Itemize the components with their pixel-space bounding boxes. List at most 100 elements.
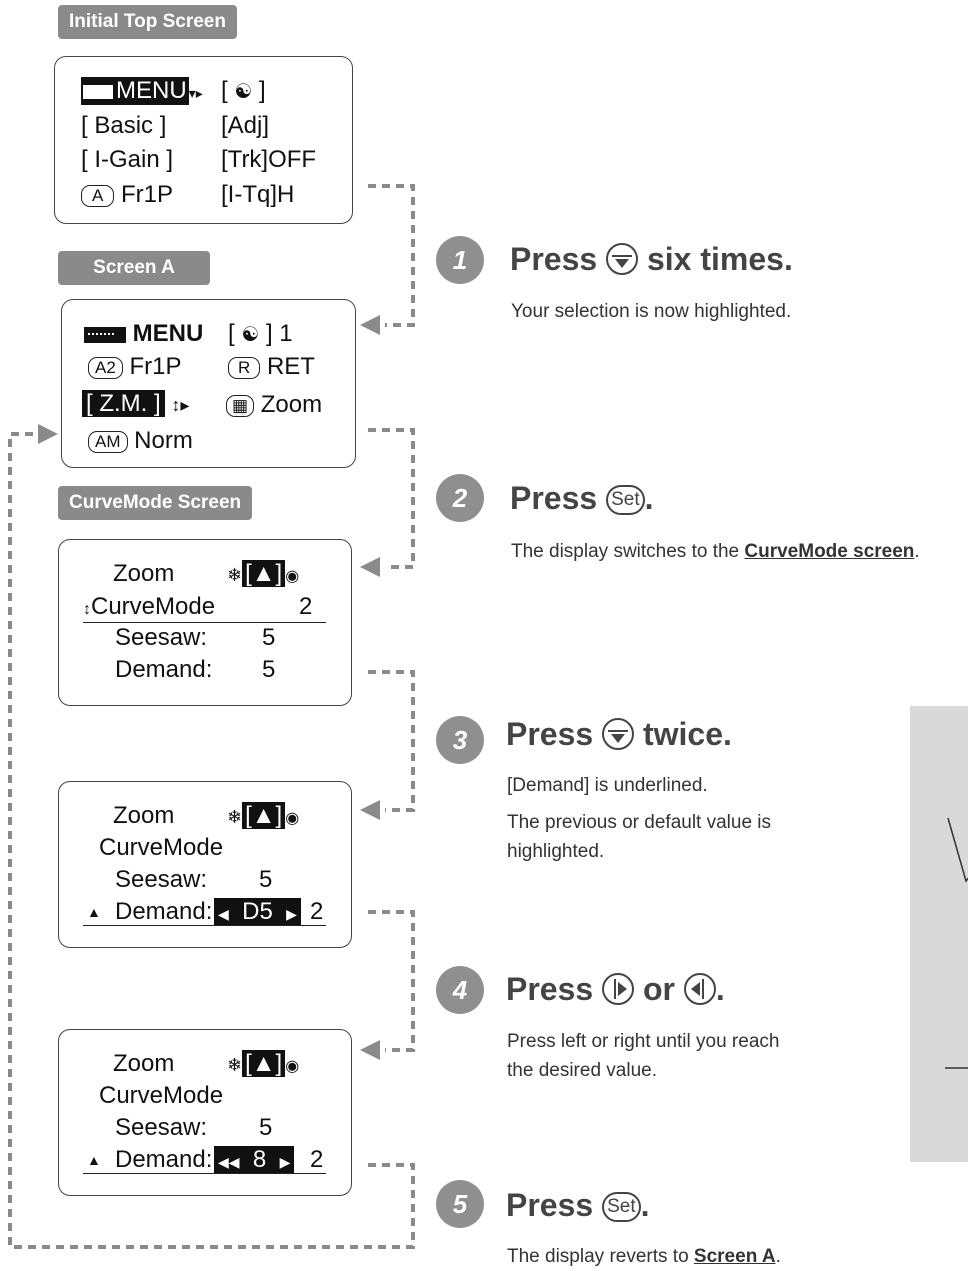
fr1p-item: A2 Fr1P bbox=[88, 353, 181, 381]
step-5-number: 5 bbox=[436, 1180, 484, 1228]
menu-icon bbox=[84, 326, 126, 343]
page-number: 2 bbox=[299, 593, 313, 620]
am-badge: AM bbox=[88, 430, 128, 453]
step-3-number: 3 bbox=[436, 716, 484, 764]
demand-label: Demand: bbox=[115, 656, 213, 683]
curvemode-screen-link: CurveMode screen bbox=[744, 541, 915, 562]
step-1-heading: Press six times. bbox=[510, 241, 793, 277]
step-4-number: 4 bbox=[436, 966, 484, 1014]
curve-icons: ❄[▲]◉ bbox=[227, 1050, 300, 1077]
connector-2 bbox=[368, 428, 415, 569]
curvemode-row: ↕CurveMode bbox=[83, 593, 216, 620]
right-button-icon bbox=[602, 973, 635, 1005]
gear-icon: ❄ bbox=[227, 1055, 243, 1075]
seesaw-label: Seesaw: bbox=[115, 866, 208, 893]
arrowhead-2 bbox=[360, 557, 380, 577]
initial-top-screen: MENU▾▸ [ ☯ ] [ Basic ] [Adj] [ I-Gain ] … bbox=[54, 56, 353, 224]
initial-top-screen-label: Initial Top Screen bbox=[58, 5, 237, 39]
gear-icon: ❄ bbox=[227, 807, 243, 827]
curve-icons: ❄[▲]◉ bbox=[227, 802, 300, 829]
person-icon: ☯ bbox=[234, 81, 253, 103]
demand-value-box: ◀◀ 8 ▶ bbox=[214, 1146, 295, 1176]
title: Zoom bbox=[113, 560, 175, 587]
up-arrow-icon: ▲ bbox=[87, 1152, 101, 1168]
itq-item: [I-Tq]H bbox=[221, 181, 295, 208]
title: Zoom bbox=[113, 1050, 175, 1077]
underline bbox=[83, 622, 326, 623]
menu-row: MENU bbox=[84, 320, 203, 348]
arrowhead-1 bbox=[360, 315, 380, 335]
basic-item: [ Basic ] bbox=[81, 112, 167, 139]
seesaw-value: 5 bbox=[259, 1114, 273, 1141]
curvemode-screen-3: Zoom ❄[▲]◉ CurveMode Seesaw: 5 ▲ Demand:… bbox=[58, 1029, 352, 1196]
down-button-icon bbox=[606, 243, 639, 275]
norm-item: AM Norm bbox=[88, 427, 193, 455]
curvemode-row: CurveMode bbox=[99, 834, 224, 861]
step-1-description: Your selection is now highlighted. bbox=[511, 301, 792, 322]
arrowhead-4 bbox=[360, 1040, 380, 1060]
step-5-heading: Press Set. bbox=[506, 1187, 650, 1223]
step-2-heading: Press Set. bbox=[510, 480, 654, 516]
curvemode-screen-2: Zoom ❄[▲]◉ CurveMode Seesaw: 5 ▲ Demand:… bbox=[58, 781, 352, 948]
connector-1 bbox=[368, 184, 415, 327]
page-number: 2 bbox=[310, 898, 324, 925]
seesaw-label: Seesaw: bbox=[115, 1114, 208, 1141]
curvemode-screen-1: Zoom ❄[▲]◉ ↕CurveMode 2 Seesaw: 5 Demand… bbox=[58, 539, 352, 706]
page-number: 2 bbox=[310, 1146, 324, 1173]
step-4-description-1: Press left or right until you reach bbox=[507, 1031, 780, 1052]
trk-item: [Trk]OFF bbox=[221, 146, 317, 173]
step-3-description-3: highlighted. bbox=[507, 841, 605, 862]
arrowhead-5 bbox=[38, 424, 58, 444]
demand-label: Demand: bbox=[115, 1146, 213, 1173]
menu-icon bbox=[83, 84, 113, 99]
connector-4 bbox=[368, 910, 415, 1052]
seesaw-value: 5 bbox=[259, 866, 273, 893]
step-3-description-1: [Demand] is underlined. bbox=[507, 775, 708, 796]
person-icon: ☯ bbox=[241, 324, 260, 346]
fr1p-item: A Fr1P bbox=[81, 181, 173, 209]
a-badge: A bbox=[81, 184, 115, 207]
screen-a-link: Screen A bbox=[693, 1246, 776, 1267]
step-4-description-2: the desired value. bbox=[507, 1060, 657, 1081]
demand-label: Demand: bbox=[115, 898, 213, 925]
ret-item: R RET bbox=[228, 353, 315, 381]
figure-item: [ ☯ ] bbox=[221, 77, 266, 104]
demand-value: 5 bbox=[262, 656, 276, 683]
a2-badge: A2 bbox=[88, 356, 123, 379]
demand-value-box: ◀ D5 ▶ bbox=[214, 898, 301, 928]
step-1-number: 1 bbox=[436, 236, 484, 284]
underline bbox=[83, 1173, 326, 1174]
zoom-item: ▦ Zoom bbox=[226, 391, 322, 419]
curvemode-screen-label: CurveMode Screen bbox=[58, 486, 253, 520]
curve-graph-icon bbox=[945, 817, 968, 1069]
down-button-icon bbox=[602, 718, 635, 750]
step-3-heading: Press twice. bbox=[506, 716, 732, 752]
step-4-heading: Press or . bbox=[506, 971, 725, 1007]
side-info-panel bbox=[910, 706, 968, 1162]
step-2-description: The display switches to the CurveMode sc… bbox=[511, 541, 920, 562]
figure-item: [ ☯ ] 1 bbox=[228, 320, 293, 347]
dial-icon: ◉ bbox=[285, 810, 300, 827]
curve-icons: ❄[▲]◉ bbox=[227, 560, 300, 587]
connector-3 bbox=[368, 670, 415, 812]
menu-row: MENU▾▸ bbox=[81, 77, 203, 107]
dial-icon: ◉ bbox=[285, 568, 300, 585]
underline bbox=[83, 925, 326, 926]
gear-icon: ❄ bbox=[227, 565, 243, 585]
igain-item: [ I-Gain ] bbox=[81, 146, 174, 173]
title: Zoom bbox=[113, 802, 175, 829]
set-button-icon: Set bbox=[606, 485, 645, 515]
zm-item: [ Z.M. ] ↕▸ bbox=[82, 390, 189, 419]
step-5-description: The display reverts to Screen A. bbox=[507, 1246, 781, 1267]
screen-a-label: Screen A bbox=[58, 251, 210, 285]
left-button-icon bbox=[683, 973, 716, 1005]
adj-item: [Adj] bbox=[221, 112, 270, 139]
seesaw-value: 5 bbox=[262, 624, 276, 651]
up-arrow-icon: ▲ bbox=[87, 904, 101, 920]
curvemode-row: CurveMode bbox=[99, 1082, 224, 1109]
arrowhead-3 bbox=[360, 800, 380, 820]
dial-icon: ◉ bbox=[285, 1058, 300, 1075]
connector-5 bbox=[8, 432, 415, 1249]
set-button-icon: Set bbox=[602, 1192, 641, 1222]
